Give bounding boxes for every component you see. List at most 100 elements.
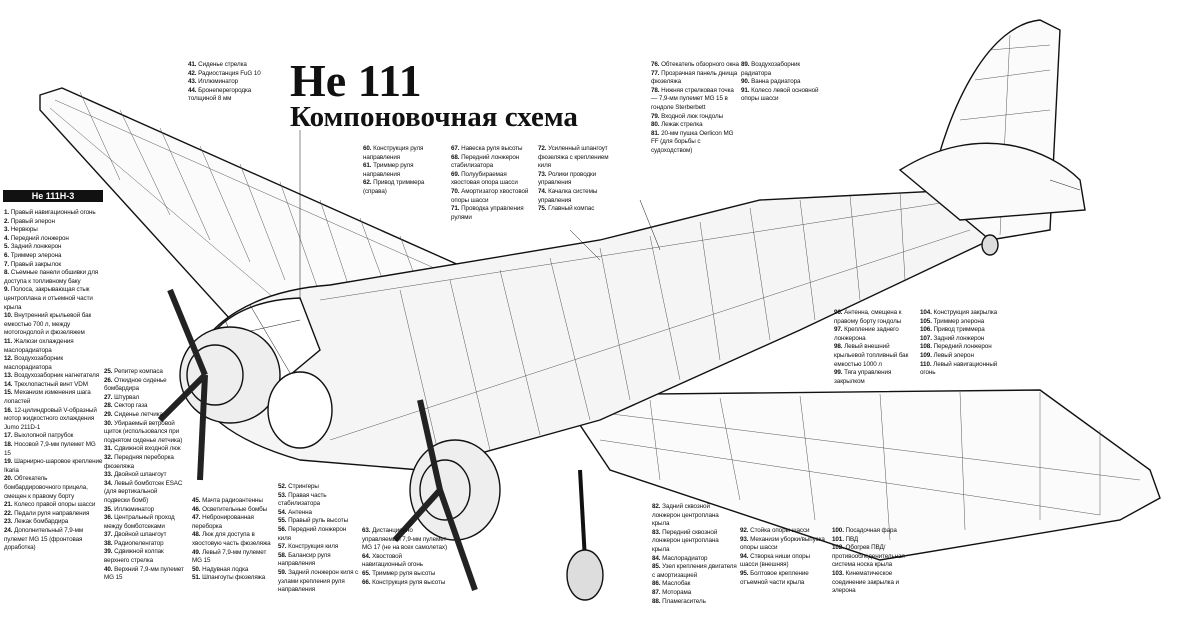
legend-block: 96. Антенна, смещена к правому борту гон… bbox=[834, 309, 914, 386]
legend-item-number: 91. bbox=[741, 86, 750, 94]
legend-item-number: 9. bbox=[4, 286, 10, 294]
legend-item: 76. Обтекатель обзорного окна bbox=[651, 61, 739, 70]
legend-item-text: Радиопеленгатор bbox=[114, 539, 164, 547]
legend-item-number: 72. bbox=[538, 145, 547, 152]
legend-item: 58. Балансир руля направления bbox=[278, 552, 360, 569]
legend-item: 78. Нижняя стрелковая точка — 7,9-мм пул… bbox=[651, 87, 739, 113]
legend-item-number: 77. bbox=[651, 69, 660, 77]
legend-item-number: 110. bbox=[920, 360, 932, 368]
legend-item: 44. Бронеперегородка толщиной 8 мм bbox=[188, 87, 278, 104]
legend-item: 20. Обтекатель бомбардировочного прицела… bbox=[4, 475, 104, 501]
legend-item: 17. Выхлопной патрубок bbox=[4, 432, 104, 441]
legend-item-number: 53. bbox=[278, 491, 287, 499]
legend-item-text: Люк для доступа в хвостовую часть фюзеля… bbox=[192, 531, 271, 547]
legend-item-number: 22. bbox=[4, 509, 13, 517]
legend-item-number: 45. bbox=[192, 497, 201, 504]
legend-item-text: Правый элерон bbox=[10, 217, 55, 225]
legend-item: 22. Педали руля направления bbox=[4, 510, 104, 519]
legend-item: 75. Главный компас bbox=[538, 205, 623, 214]
legend-item: 82. Задний сквозной лонжерон центроплана… bbox=[652, 503, 737, 529]
legend-item: 21. Колесо правой опоры шасси bbox=[4, 501, 104, 510]
legend-item-text: Узел крепления двигателя с амортизацией bbox=[652, 563, 737, 579]
legend-item-number: 19. bbox=[4, 458, 13, 466]
legend-item-number: 75. bbox=[538, 205, 547, 213]
legend-item-number: 99. bbox=[834, 369, 843, 377]
legend-item: 25. Репитер компаса bbox=[104, 368, 184, 377]
legend-item-number: 60. bbox=[363, 145, 372, 152]
legend-item-text: Жалюзи охлаждения маслорадиатора bbox=[4, 337, 74, 354]
legend-item-text: Болтовое крепление отъемной части крыла bbox=[740, 569, 809, 586]
legend-item: 68. Передний лонжерон стабилизатора bbox=[451, 154, 531, 171]
legend-item: 15. Механизм изменения шага лопастей bbox=[4, 389, 104, 406]
legend-item-number: 79. bbox=[651, 112, 660, 120]
legend-item: 24. Дополнительный 7,9-мм пулемет MG 15 … bbox=[4, 527, 104, 553]
legend-item: 105. Триммер элерона bbox=[920, 318, 1010, 327]
legend-item: 27. Штурвал bbox=[104, 394, 184, 403]
legend-item-text: Центральный проход между бомботсеками bbox=[104, 514, 175, 530]
legend-item-text: Ванна радиатора bbox=[751, 78, 801, 86]
legend-item-number: 100. bbox=[832, 527, 844, 534]
legend-item-number: 41. bbox=[188, 61, 197, 68]
legend-item-number: 40. bbox=[104, 565, 113, 573]
legend-item-text: Задний лонжерон bbox=[933, 334, 985, 342]
legend-item: 104. Конструкция закрылка bbox=[920, 309, 1010, 318]
legend-item-number: 89. bbox=[741, 61, 750, 68]
legend-item-text: Передний лонжерон bbox=[933, 343, 992, 351]
legend-item-text: Маслобак bbox=[662, 580, 691, 588]
legend-item: 99. Тяга управления закрылком bbox=[834, 369, 914, 386]
legend-item-number: 26. bbox=[104, 376, 113, 384]
legend-item-text: Антенна bbox=[288, 508, 312, 516]
legend-item-number: 21. bbox=[4, 501, 13, 509]
legend-item-number: 92. bbox=[740, 527, 749, 534]
legend-item-text: Нижняя стрелковая точка — 7,9-мм пулемет… bbox=[651, 86, 734, 111]
legend-item: 59. Задний лонжерон киля с узлами крепле… bbox=[278, 569, 360, 595]
legend-item: 36. Центральный проход между бомботсекам… bbox=[104, 514, 184, 531]
right-engine bbox=[179, 326, 281, 424]
legend-item: 26. Откидное сиденье бомбардира bbox=[104, 377, 184, 394]
legend-item-number: 85. bbox=[652, 563, 661, 571]
legend-item-number: 97. bbox=[834, 326, 843, 334]
legend-item-text: Шарнирно-шаровое крепление Ikaria bbox=[4, 458, 103, 474]
legend-item: 71. Проводка управления рулями bbox=[451, 205, 531, 222]
legend-block: 72. Усиленный шпангоут фюзеляжа с крепле… bbox=[538, 145, 623, 214]
diagram-title: He 111 bbox=[290, 55, 422, 106]
legend-item-number: 13. bbox=[4, 372, 13, 380]
legend-item: 8. Съемные панели обшивки для доступа к … bbox=[4, 269, 104, 286]
legend-item: 52. Стрингеры bbox=[278, 483, 360, 492]
legend-item-text: Дополнительный 7,9-мм пулемет MG 15 (фро… bbox=[4, 526, 84, 552]
legend-item: 61. Триммер руля направления bbox=[363, 162, 438, 179]
legend-item-text: Откидное сиденье бомбардира bbox=[104, 376, 167, 393]
legend-item: 40. Верхний 7,9-мм пулемет MG 15 bbox=[104, 566, 184, 583]
legend-item: 14. Трехлопастный винт VDM bbox=[4, 381, 104, 390]
legend-item-number: 90. bbox=[741, 78, 750, 86]
legend-item-text: Выхлопной патрубок bbox=[14, 432, 74, 440]
legend-item-number: 3. bbox=[4, 226, 10, 234]
legend-item-text: Качалка системы управления bbox=[538, 187, 598, 204]
legend-item-text: Триммер элерона bbox=[933, 317, 985, 325]
legend-item-number: 33. bbox=[104, 471, 113, 479]
legend-item: 69. Полуубираемая хвостовая опора шасси bbox=[451, 171, 531, 188]
legend-item-number: 4. bbox=[4, 234, 10, 242]
legend-item-text: Правый закрылок bbox=[10, 260, 62, 268]
legend-item-text: Левый внешний крыльевой топливный бак ем… bbox=[834, 343, 909, 368]
legend-item-text: Мачта радиоантенны bbox=[202, 497, 263, 504]
legend-item: 42. Радиостанция FuG 10 bbox=[188, 70, 278, 79]
legend-item: 67. Навеска руля высоты bbox=[451, 145, 531, 154]
legend-item: 100. Посадочная фара bbox=[832, 527, 922, 536]
legend-item-number: 109. bbox=[920, 351, 932, 359]
legend-item: 73. Ролики проводки управления bbox=[538, 171, 623, 188]
legend-item-number: 14. bbox=[4, 380, 13, 388]
legend-item: 84. Маслорадиатор bbox=[652, 555, 737, 564]
legend-item: 81. 20-мм пушка Oerlicon MG FF (для борь… bbox=[651, 130, 739, 156]
legend-item: 85. Узел крепления двигателя с амортизац… bbox=[652, 563, 737, 580]
legend-item: 88. Пламегаситель bbox=[652, 598, 737, 607]
